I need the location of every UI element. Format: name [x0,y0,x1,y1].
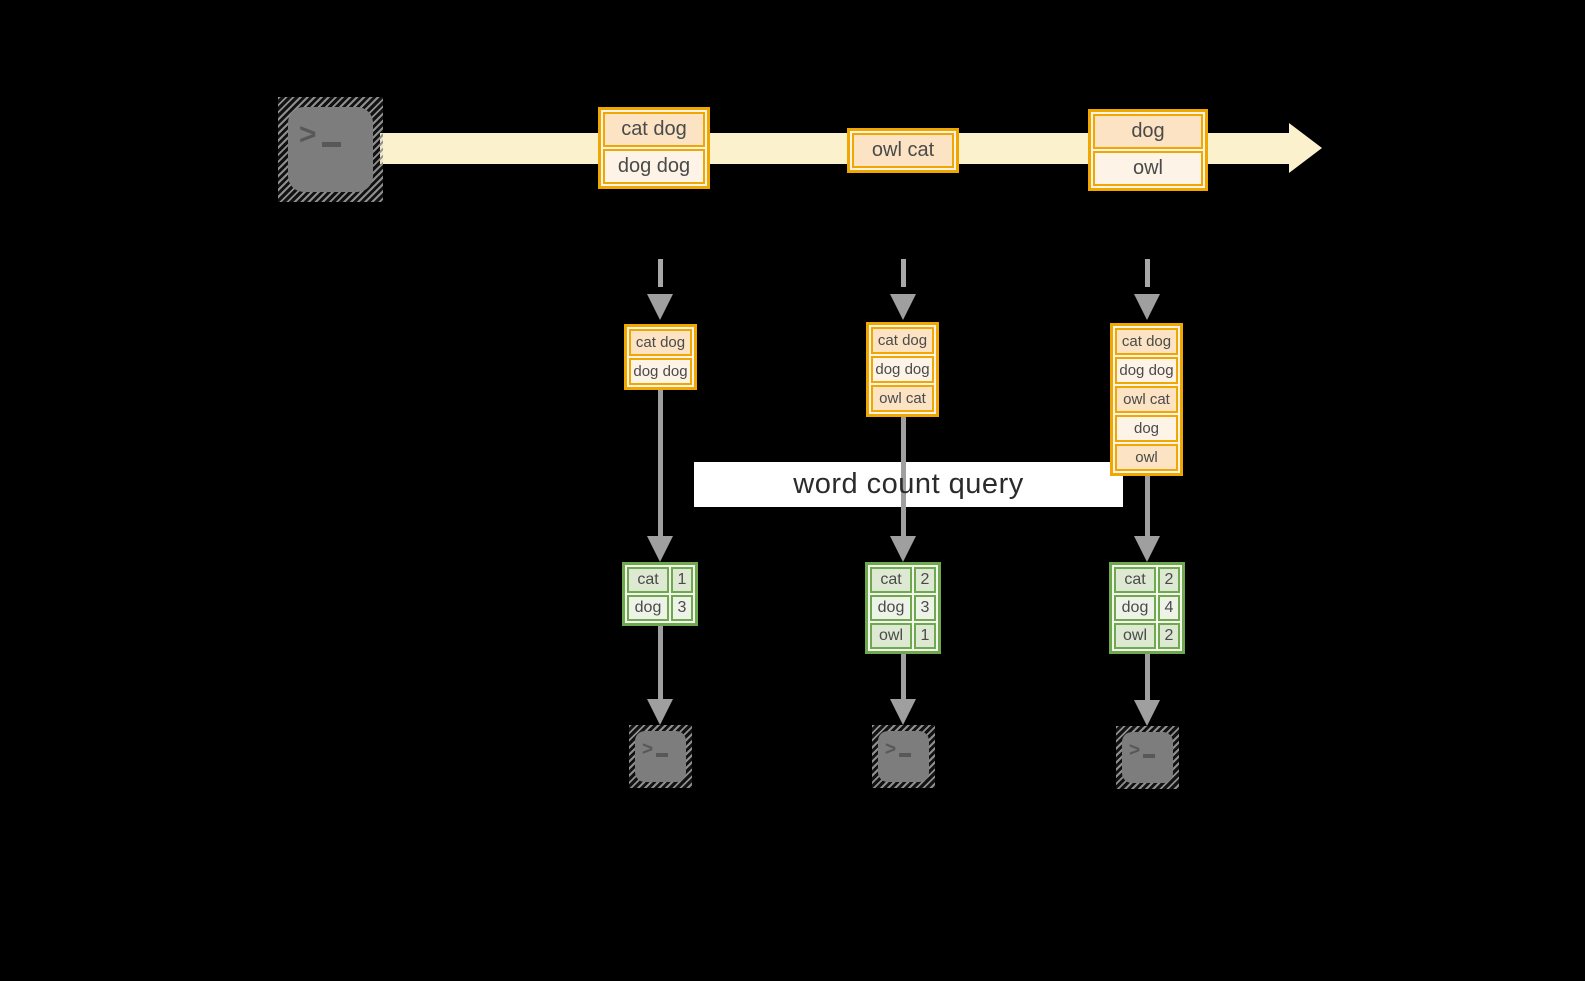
prompt-chevron-icon: > [299,118,317,151]
ingest-arrow-icon [890,259,916,320]
stream-message: owl cat [847,128,959,173]
state-buffer: cat dog dog dog owl cat [866,322,939,417]
prompt-underscore-icon [1143,754,1156,758]
terminal-prompt-icon: > [878,731,929,782]
state-cell: owl [1115,444,1178,471]
count-cell: 3 [671,595,693,621]
message-cell: owl cat [852,133,954,168]
source-terminal-icon: > [278,97,383,202]
ingest-arrow-icon [647,259,673,320]
output-terminal-icon: > [629,725,692,788]
count-cell: 4 [1158,595,1180,621]
word-cell: owl [1114,623,1156,649]
ingest-arrow-icon [1134,259,1160,320]
prompt-chevron-icon: > [885,739,897,760]
state-cell: owl cat [1115,386,1178,413]
count-cell: 2 [914,567,936,593]
terminal-prompt-icon: > [288,107,373,192]
count-cell: 3 [914,595,936,621]
count-cell: 1 [914,623,936,649]
query-label: word count query [793,468,1024,500]
output-arrow-icon [1134,654,1160,726]
state-cell: cat dog [871,327,934,354]
word-cell: cat [870,567,912,593]
word-cell: dog [1114,595,1156,621]
state-cell: owl cat [871,385,934,412]
prompt-chevron-icon: > [642,739,654,760]
query-arrow-icon [1134,476,1160,562]
state-cell: dog [1115,415,1178,442]
prompt-underscore-icon [321,142,341,147]
state-buffer: cat dog dog dog owl cat dog owl [1110,323,1183,476]
terminal-prompt-icon: > [1122,732,1173,783]
count-cell: 1 [671,567,693,593]
state-cell: dog dog [1115,357,1178,384]
count-cell: 2 [1158,567,1180,593]
query-arrow-icon [647,390,673,562]
stream-message: cat dog dog dog [598,107,710,189]
output-terminal-icon: > [1116,726,1179,789]
state-cell: dog dog [629,358,692,385]
word-cell: dog [627,595,669,621]
word-count-table: cat 1 dog 3 [622,562,698,626]
word-cell: dog [870,595,912,621]
word-cell: cat [1114,567,1156,593]
word-count-table: cat 2 dog 3 owl 1 [865,562,941,654]
message-cell: owl [1093,151,1203,186]
prompt-underscore-icon [899,753,912,757]
output-arrow-icon [890,654,916,725]
stream-message: dog owl [1088,109,1208,191]
state-cell: cat dog [1115,328,1178,355]
count-cell: 2 [1158,623,1180,649]
message-cell: cat dog [603,112,705,147]
query-label-background [694,462,1123,507]
output-terminal-icon: > [872,725,935,788]
word-cell: cat [627,567,669,593]
stream-arrowhead-icon [1289,123,1322,173]
output-arrow-icon [647,626,673,725]
word-cell: owl [870,623,912,649]
prompt-underscore-icon [656,753,669,757]
state-cell: dog dog [871,356,934,383]
message-cell: dog dog [603,149,705,184]
prompt-chevron-icon: > [1129,740,1141,761]
terminal-prompt-icon: > [635,731,686,782]
state-buffer: cat dog dog dog [624,324,697,390]
query-arrow-icon [890,417,916,562]
message-cell: dog [1093,114,1203,149]
word-count-table: cat 2 dog 4 owl 2 [1109,562,1185,654]
state-cell: cat dog [629,329,692,356]
